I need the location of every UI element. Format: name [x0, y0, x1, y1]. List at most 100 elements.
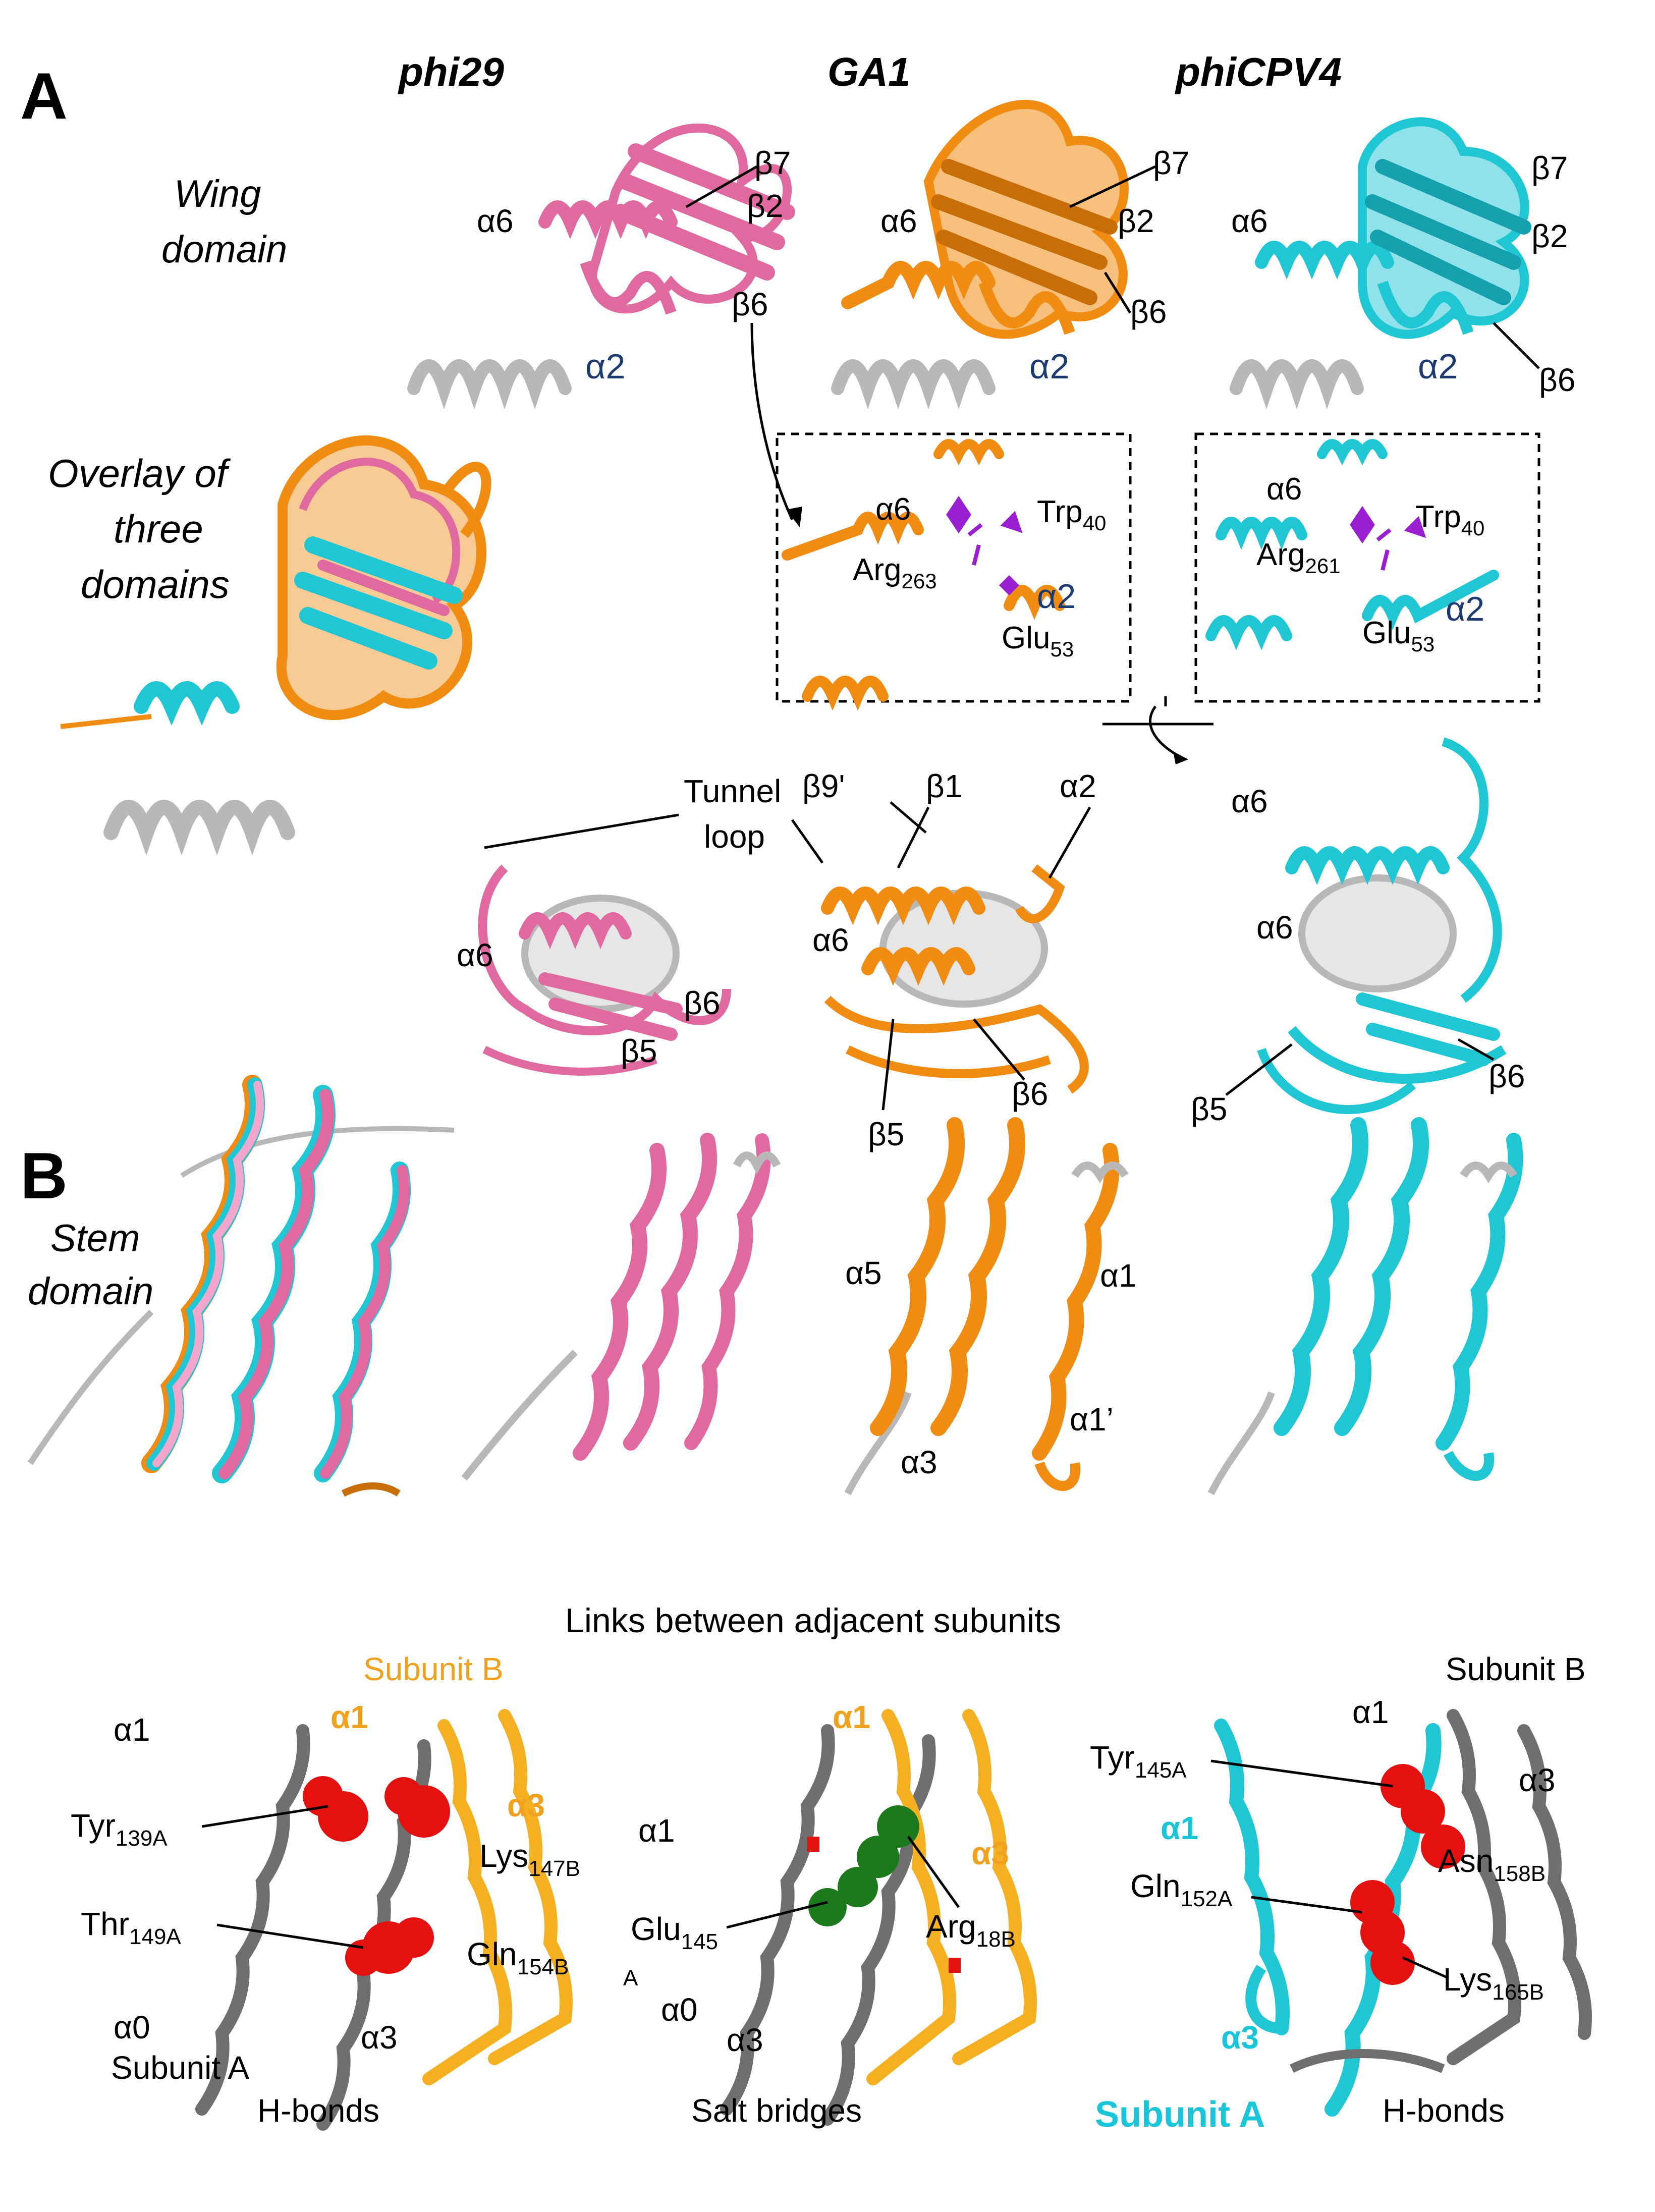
- links-p1-gln: Gln154B: [467, 1936, 569, 1979]
- phi29-bottom-b6: β6: [684, 985, 720, 1021]
- phi29-wing-structure: [407, 123, 795, 410]
- links-p1-lys: Lys147B: [479, 1838, 580, 1881]
- cpv4-b6-leader-bottom: [1457, 1038, 1495, 1061]
- stem-ga1-a3: α3: [901, 1444, 937, 1480]
- zoom-arrowhead: [786, 507, 802, 527]
- overlay-structure: [60, 435, 491, 856]
- links-p1-a3-gray: α3: [361, 2019, 398, 2056]
- zoom-arrow: [750, 322, 794, 521]
- ga1-inset-structure: [782, 439, 1065, 711]
- ga1-b5-leader: [881, 1019, 895, 1111]
- links-p1-a0: α0: [114, 2009, 150, 2045]
- overlay-label-1: Overlay of: [48, 451, 231, 495]
- phi29-a6: α6: [477, 203, 514, 239]
- ga1-a2-leader: [1048, 806, 1091, 879]
- stem-overlay-structure: [28, 1075, 455, 1497]
- links-p3-subunit-b: Subunit B: [1446, 1651, 1586, 1687]
- ga1-inset-a2: α2: [1037, 577, 1076, 616]
- links-p2-glu-leader: [726, 1901, 828, 1929]
- cpv4-b6-leader: [1493, 322, 1540, 369]
- cpv4-bottom-a6-top: α6: [1231, 783, 1268, 819]
- phi29-a2: α2: [585, 347, 625, 386]
- tunnel-loop-1: Tunnel: [684, 773, 781, 809]
- tunnel-leader-left: [484, 813, 679, 849]
- ga1-bottom-b9: β9': [802, 768, 845, 804]
- ga1-b9-leader: [890, 801, 927, 834]
- ga1-inset-a6: α6: [875, 492, 911, 527]
- links-p1-subunit-b: Subunit B: [363, 1651, 504, 1687]
- cpv4-a6: α6: [1231, 203, 1268, 239]
- phi29-b7: β7: [754, 145, 791, 181]
- links-p2-glu: Glu145: [631, 1911, 718, 1954]
- phi29-bottom-b5: β5: [621, 1033, 657, 1069]
- cpv4-inset-a6: α6: [1266, 472, 1302, 507]
- ga1-b6-leader: [1104, 271, 1132, 314]
- cpv4-b5-leader: [1225, 1043, 1293, 1096]
- stem-label-2: domain: [28, 1270, 153, 1313]
- links-p3-a1-gray: α1: [1352, 1694, 1389, 1730]
- stem-cpv4-structure: [1207, 1117, 1523, 1496]
- links-p3-structure: [1214, 1709, 1592, 2117]
- cpv4-wing-structure: [1230, 117, 1531, 410]
- links-p1-a1-gray: α1: [114, 1711, 150, 1748]
- links-p3-tyr: Tyr145A: [1090, 1739, 1187, 1783]
- phi29-b2: β2: [747, 188, 783, 224]
- ga1-b1-leader: [897, 806, 930, 869]
- links-p2-a1-gray: α1: [638, 1812, 675, 1849]
- links-p2-structure: [720, 1709, 1037, 2126]
- rotation-icon: [1102, 696, 1213, 764]
- ga1-b7-leader: [1069, 165, 1156, 208]
- species-ga1: GA1: [827, 49, 911, 94]
- links-p2-arg-leader: [907, 1836, 960, 1908]
- cpv4-a2: α2: [1418, 347, 1458, 386]
- links-p3-lys-leader: [1402, 1956, 1449, 1979]
- stem-ga1-a5: α5: [845, 1255, 882, 1291]
- links-p3-a1-cyan: α1: [1161, 1810, 1198, 1846]
- ga1-inset-arg: Arg263: [853, 552, 937, 593]
- links-p1-subunit-a: Subunit A: [111, 2050, 249, 2086]
- ga1-a6: α6: [880, 203, 917, 239]
- links-p2-arg: Arg18B: [926, 1908, 1016, 1952]
- cpv4-b6: β6: [1539, 362, 1575, 398]
- ga1-a2: α2: [1029, 347, 1069, 386]
- cpv4-bottom-a6-mid: α6: [1256, 909, 1293, 946]
- wing-label-2: domain: [161, 228, 287, 271]
- phi29-bottom-structure: [478, 864, 731, 1076]
- ga1-bottom-b1: β1: [926, 768, 962, 804]
- links-p1-thr: Thr149A: [81, 1906, 181, 1949]
- stem-phi29-structure: [461, 1133, 781, 1481]
- links-p1-caption: H-bonds: [257, 2092, 379, 2129]
- tunnel-loop-2: loop: [704, 818, 765, 855]
- ga1-b7: β7: [1153, 145, 1189, 181]
- links-p1-tyr: Tyr139A: [71, 1807, 168, 1851]
- links-p1-thr-leader: [216, 1923, 364, 1949]
- panel-a-letter: A: [20, 59, 68, 133]
- ga1-wing-structure: [831, 100, 1129, 410]
- ga1-bottom-a2: α2: [1060, 768, 1096, 804]
- ga1-inset-glu: Glu53: [1002, 621, 1074, 661]
- links-p3-a3-gray: α3: [1519, 1762, 1556, 1798]
- cpv4-b2: β2: [1531, 218, 1568, 254]
- ga1-b6-leader-bottom: [973, 1018, 1025, 1081]
- links-p3-a3-cyan: α3: [1221, 2019, 1259, 2056]
- ga1-inset-box: [776, 432, 1132, 703]
- links-p3-tyr-leader: [1210, 1759, 1393, 1788]
- stem-ga1-a1: α1: [1100, 1257, 1137, 1294]
- cpv4-bottom-b5: β5: [1191, 1091, 1227, 1127]
- links-p3-lys: Lys165B: [1443, 1961, 1544, 2005]
- links-p1-a1-orange: α1: [330, 1699, 368, 1735]
- ga1-bottom-b6: β6: [1012, 1076, 1048, 1112]
- cpv4-bottom-structure: [1257, 737, 1507, 1115]
- stem-label-1: Stem: [50, 1217, 140, 1260]
- stem-ga1-a1prime: α1’: [1070, 1401, 1114, 1437]
- ga1-b2: β2: [1118, 203, 1154, 239]
- phi29-bottom-a6: α6: [457, 937, 493, 973]
- links-p3-caption: H-bonds: [1383, 2092, 1505, 2129]
- links-p2-a3-orange: α3: [971, 1835, 1009, 1871]
- links-p3-asn: Asn158B: [1438, 1843, 1546, 1886]
- panel-b-letter: B: [20, 1139, 68, 1212]
- links-p3-gln: Gln152A: [1130, 1868, 1233, 1911]
- cpv4-inset-box: [1194, 432, 1540, 703]
- ga1-bottom-b5: β5: [868, 1116, 904, 1152]
